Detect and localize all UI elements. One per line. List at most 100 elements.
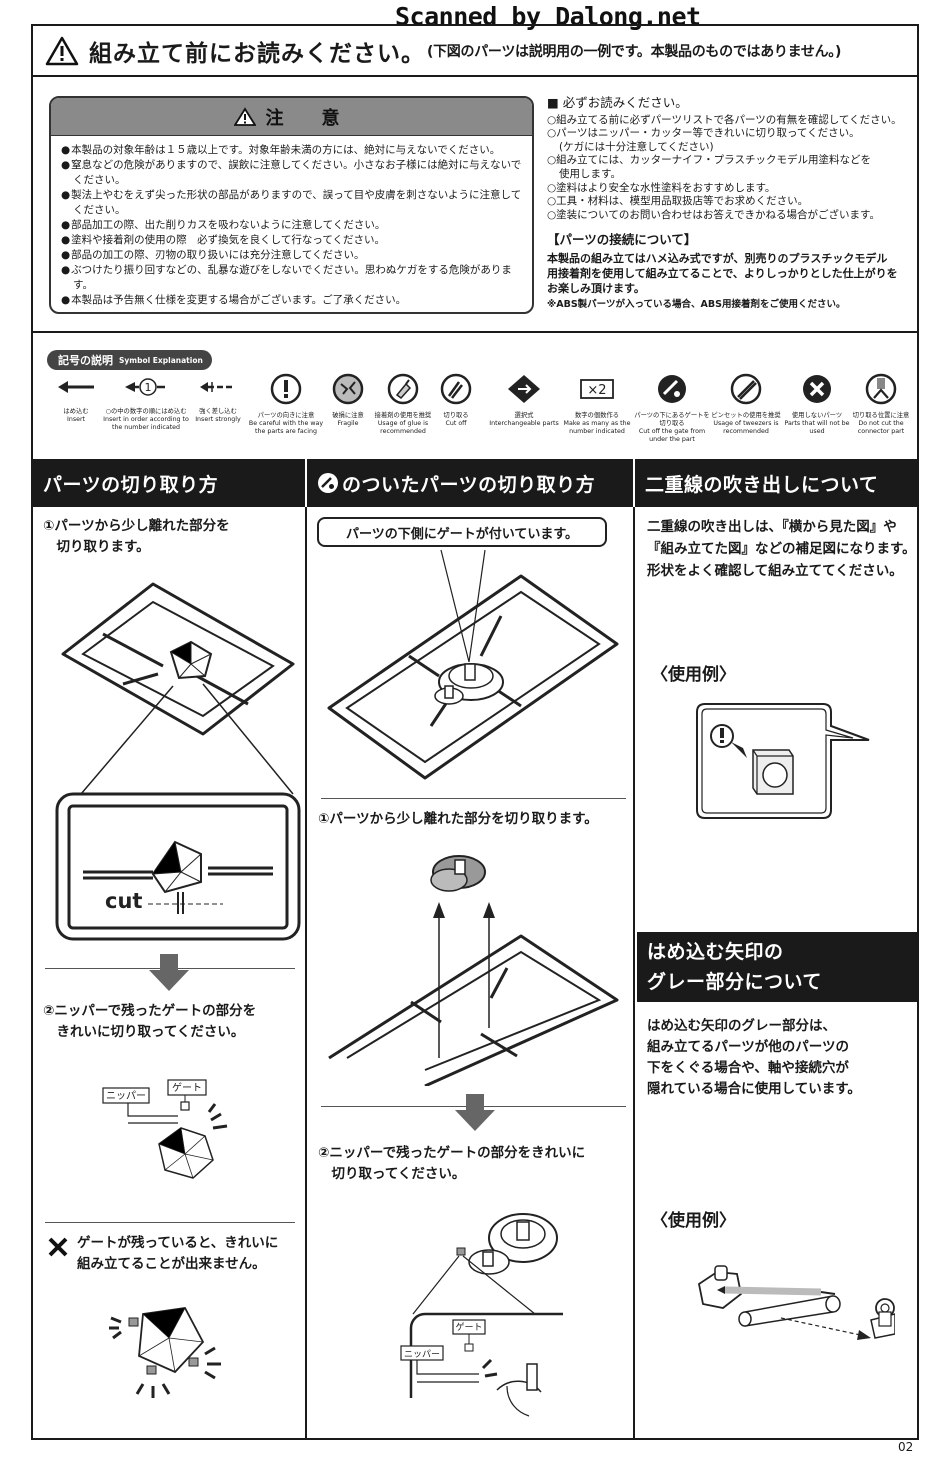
down-arrow-icon bbox=[149, 954, 189, 991]
caution-box: 注 意 本製品の対象年齢は１５歳以上です。対象年齢未満の方には、絶対に与えないで… bbox=[49, 96, 534, 314]
watermark: Scanned by Dalong.net bbox=[395, 2, 701, 31]
symbol-cut-off: 切り取る Cut off bbox=[417, 372, 495, 428]
must-read-item: 工具・材料は、模型用品取扱店等でお求めください。 bbox=[547, 195, 915, 209]
connection-title: 【パーツの接続について】 bbox=[547, 232, 697, 248]
connection-note: ※ABS製パーツが入っている場合、ABS用接着剤をご使用ください。 bbox=[547, 298, 846, 310]
ng-x-icon bbox=[48, 1237, 68, 1257]
must-read-item: (ケガには十分注意してください) bbox=[559, 140, 714, 153]
header-subtitle: (下図のパーツは説明用の一例です。本製品のものではありません。) bbox=[427, 43, 842, 60]
exclamation-icon bbox=[270, 373, 302, 405]
symbol-title-en: Symbol Explanation bbox=[119, 355, 203, 365]
runner-cut-diagram: cut bbox=[55, 582, 301, 941]
symbol-direction: パーツの向きに注意 Be careful with the way the pa… bbox=[247, 372, 325, 436]
caution-list: 本製品の対象年齢は１５歳以上です。対象年齢未満の方には、絶対に与えないでください… bbox=[51, 136, 532, 308]
svg-text:×2: ×2 bbox=[587, 383, 606, 398]
must-read-item: 組み立てには、カッターナイフ・プラスチックモデル用塗料などを bbox=[547, 154, 915, 168]
step-divider bbox=[321, 798, 626, 799]
gate-under-icon bbox=[318, 473, 338, 493]
must-read-title: ■ 必ずお読みください。 bbox=[547, 95, 688, 110]
tweezers-icon bbox=[730, 373, 762, 405]
caution-header: 注 意 bbox=[51, 98, 532, 136]
svg-text:1: 1 bbox=[145, 381, 152, 394]
col1-title: パーツの切り取り方 bbox=[43, 473, 219, 496]
nipper-label: ニッパー bbox=[106, 1090, 146, 1102]
col1-step1-text: ①パーツから少し離れた部分を 切り取ります。 bbox=[43, 518, 230, 555]
example-heading: 〈使用例〉 bbox=[651, 1211, 736, 1231]
gray-arrow-title-line: グレー部分について bbox=[647, 971, 822, 993]
connection-line: お楽しみ頂けます。 bbox=[547, 281, 645, 295]
col3-text: 二重線の吹き出しは、『横から見た図』や 『組み立てた図』などの補足図になります。… bbox=[647, 519, 916, 579]
column-divider bbox=[305, 507, 307, 1440]
gray-arrow-example-diagram bbox=[697, 1265, 895, 1340]
nipper-icon bbox=[440, 373, 472, 405]
gate-callout: パーツの下側にゲートが付いています。 bbox=[317, 517, 607, 547]
gate-zoom-diagram bbox=[409, 1213, 563, 1398]
step-divider bbox=[45, 1222, 295, 1223]
lift-off-runner-diagram bbox=[328, 855, 619, 1086]
must-read-item: 使用します。 bbox=[559, 167, 621, 180]
caution-item: 本製品は予告無く仕様を変更する場合がございます。ご了承ください。 bbox=[61, 293, 524, 308]
strong-insert-arrow-icon bbox=[200, 382, 232, 392]
col1-step2-text: ②ニッパーで残ったゲートの部分を きれいに切り取ってください。 bbox=[43, 1003, 257, 1040]
times-two-icon: ×2 bbox=[580, 379, 614, 399]
symbol-fragile: 破損に注意 Fragile bbox=[309, 372, 387, 428]
gate-under-runner-diagram bbox=[327, 549, 619, 780]
col3-text2: はめ込む矢印のグレー部分は、 組み立てるパーツが他のパーツの 下をくぐる場合や、… bbox=[647, 1018, 861, 1097]
col1-warning-text: ゲートが残っていると、きれいに 組み立てることが出来ません。 bbox=[77, 1235, 279, 1272]
connection-line: 本製品の組み立てはハメ込み式ですが、別売りのプラスチックモデル bbox=[547, 251, 888, 265]
caution-item: 本製品の対象年齢は１５歳以上です。対象年齢未満の方には、絶対に与えないでください… bbox=[61, 143, 524, 158]
col2-step1-text: ①パーツから少し離れた部分を切り取ります。 bbox=[318, 811, 598, 827]
col1-header: パーツの切り取り方 bbox=[33, 459, 305, 507]
symbol-unused-parts: 使用しないパーツ Parts that will not be used bbox=[778, 372, 856, 436]
cut-position-icon bbox=[865, 373, 897, 405]
symbol-title: 記号の説明 bbox=[58, 354, 113, 367]
symbol-insert-strongly: 強く差し込む Insert strongly bbox=[179, 372, 257, 424]
symbol-insert-order: 1 ○の中の数字の順にはめ込む Insert in order accordin… bbox=[103, 372, 189, 432]
connection-line: 用接着剤を使用して組み立てることで、よりしっかりとした仕上がりを bbox=[547, 266, 898, 280]
col3-title: 二重線の吹き出しについて bbox=[645, 473, 879, 496]
gate-label: ゲート bbox=[172, 1082, 202, 1094]
gate-under-icon bbox=[658, 375, 686, 403]
insert-arrow-icon bbox=[58, 381, 94, 393]
column-divider bbox=[633, 507, 635, 1440]
numbered-arrow-icon: 1 bbox=[125, 378, 165, 396]
warning-triangle-icon bbox=[45, 36, 79, 65]
must-read-item: 塗料はより安全な水性塗料をおすすめします。 bbox=[547, 182, 915, 196]
caution-item: 部品の加工の際、刃物の取り扱いには充分注意してください。 bbox=[61, 248, 524, 263]
col3-header: 二重線の吹き出しについて bbox=[635, 459, 917, 507]
gray-arrow-header: はめ込む矢印の グレー部分について bbox=[637, 932, 917, 1002]
gate-label: ゲート bbox=[455, 1321, 482, 1333]
down-arrow-icon bbox=[455, 1094, 495, 1131]
caution-warning-icon bbox=[233, 106, 256, 126]
caution-item: 塗料や接着剤の使用の際 必ず換気を良くして行なってください。 bbox=[61, 233, 524, 248]
symbol-gate-under: パーツの下にあるゲートを切り取る Cut off the gate from u… bbox=[633, 372, 711, 444]
cut-label: cut bbox=[105, 889, 142, 913]
interchangeable-icon bbox=[508, 375, 540, 403]
example-heading: 〈使用例〉 bbox=[651, 665, 736, 685]
nipper-label: ニッパー bbox=[404, 1349, 440, 1360]
must-read-list: 組み立てる前に必ずパーツリストで各パーツの有無を確認してください。 パーツはニッ… bbox=[547, 114, 915, 223]
caution-item: 製法上やむをえず尖った形状の部品がありますので、誤って目や皮膚を刺さないように注… bbox=[61, 188, 524, 218]
col2-step2-text: ②ニッパーで残ったゲートの部分をきれいに 切り取ってください。 bbox=[318, 1145, 586, 1182]
symbol-row: はめ込む Insert 1 ○の中の数字の順にはめ込む Insert in or… bbox=[43, 372, 913, 452]
instruction-page: 組み立て前にお読みください。 (下図のパーツは説明用の一例です。本製品のものでは… bbox=[31, 24, 919, 1440]
caution-item: ぶつけたり振り回すなどの、乱暴な遊びをしないでください。思わぬケガをする危険があ… bbox=[61, 263, 524, 293]
section-divider bbox=[33, 331, 917, 333]
must-read-item: 塗装についてのお問い合わせはお答えできかねる場合がございます。 bbox=[547, 209, 915, 223]
symbol-tweezers: ピンセットの使用を推奨 Usage of tweezers is recomme… bbox=[707, 372, 785, 436]
double-line-balloon-diagram bbox=[696, 703, 870, 819]
col2-title: のついたパーツの切り取り方 bbox=[342, 473, 596, 496]
fragile-icon bbox=[332, 373, 364, 405]
header-title: 組み立て前にお読みください。 bbox=[89, 40, 425, 67]
must-read-item: パーツはニッパー・カッター等できれいに切り取ってください。 bbox=[547, 127, 915, 141]
symbol-make-as-many: ×2 数字の個数作る Make as many as the number in… bbox=[555, 372, 639, 436]
unused-x-icon bbox=[803, 375, 831, 403]
must-read-section: ■ 必ずお読みください。 組み立てる前に必ずパーツリストで各パーツの有無を確認し… bbox=[547, 96, 915, 312]
symbol-insert: はめ込む Insert bbox=[37, 372, 115, 424]
symbol-explanation-tag: 記号の説明 Symbol Explanation bbox=[47, 350, 212, 370]
symbol-interchangeable: 選択式 Interchangeable parts bbox=[483, 372, 565, 428]
nipper-gate-diagram: ニッパー ゲート bbox=[102, 1079, 228, 1179]
symbol-cut-position: 切り取る位置に注意 Do not cut the connector part bbox=[842, 372, 920, 436]
page-number: 02 bbox=[898, 1440, 914, 1454]
caution-title: 注 意 bbox=[265, 107, 350, 129]
